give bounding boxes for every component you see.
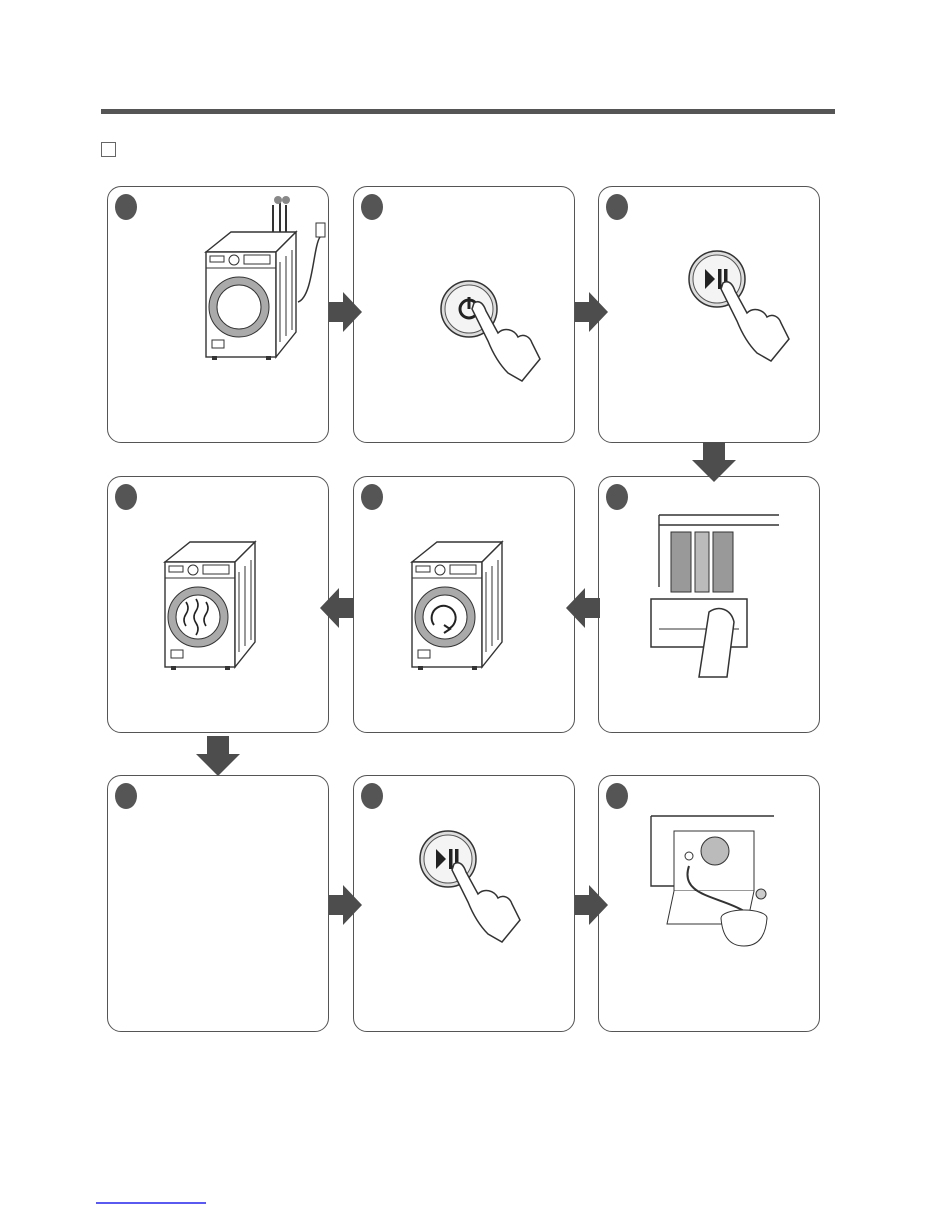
washer-with-steam-drum-illustration bbox=[164, 541, 256, 671]
arrow-down-icon bbox=[692, 442, 736, 482]
step-panel-6 bbox=[598, 476, 820, 733]
arrow-left-icon bbox=[566, 588, 600, 628]
hand-pressing-power-button-illustration bbox=[440, 280, 541, 382]
hand-pressing-start-pause-button-illustration bbox=[688, 250, 790, 362]
arrow-right-icon bbox=[329, 292, 362, 332]
step-number-dot bbox=[606, 484, 628, 510]
arrow-right-icon bbox=[575, 292, 608, 332]
step-panel-2 bbox=[353, 186, 575, 443]
arrow-right-icon bbox=[575, 885, 608, 925]
washer-with-water-taps-and-plug-illustration bbox=[205, 196, 326, 361]
header-rule bbox=[101, 109, 835, 114]
step-number-dot bbox=[361, 194, 383, 220]
step-number-dot bbox=[115, 194, 137, 220]
drain-filter-with-bowl-illustration bbox=[650, 815, 774, 947]
step-panel-4 bbox=[107, 476, 329, 733]
arrow-down-icon bbox=[196, 736, 240, 776]
step-number-dot bbox=[361, 783, 383, 809]
washer-with-rotating-drum-illustration bbox=[411, 541, 503, 671]
step-number-dot bbox=[606, 783, 628, 809]
step-panel-5 bbox=[353, 476, 575, 733]
section-checkbox bbox=[101, 142, 116, 157]
arrow-right-icon bbox=[329, 885, 362, 925]
step-panel-9 bbox=[598, 775, 820, 1032]
step-panel-8 bbox=[353, 775, 575, 1032]
step-panel-7 bbox=[107, 775, 329, 1032]
step-panel-3 bbox=[598, 186, 820, 443]
step-number-dot bbox=[115, 484, 137, 510]
hand-opening-detergent-drawer-illustration bbox=[650, 514, 779, 678]
step-panel-1 bbox=[107, 186, 329, 443]
hand-pressing-start-pause-button-illustration bbox=[419, 830, 521, 943]
footer-line bbox=[96, 1202, 206, 1204]
step-number-dot bbox=[115, 783, 137, 809]
step-number-dot bbox=[361, 484, 383, 510]
arrow-left-icon bbox=[320, 588, 354, 628]
step-number-dot bbox=[606, 194, 628, 220]
